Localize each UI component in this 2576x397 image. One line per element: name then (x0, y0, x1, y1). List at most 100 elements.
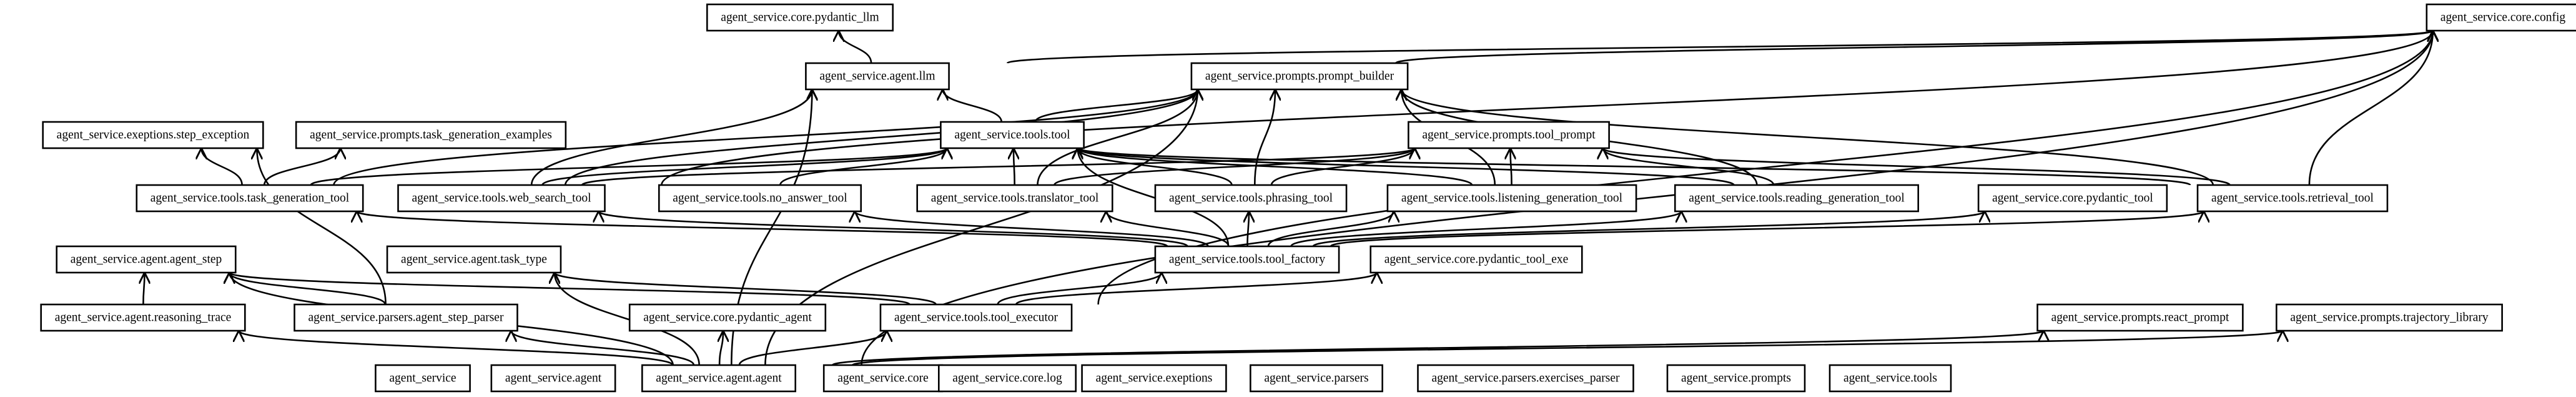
module-label: agent_service.parsers.exercises_parser (1431, 372, 1620, 385)
module-box (1369, 245, 1583, 274)
module-label: agent_service.tools.web_search_tool (412, 192, 592, 205)
module-label: agent_service.exeptions (1096, 372, 1213, 385)
module-node: agent_service.prompts.prompt_builder (1190, 62, 1409, 91)
module-box (1154, 184, 1348, 213)
module-box (1386, 184, 1637, 213)
import-edge (779, 148, 947, 186)
import-edge (2308, 31, 2433, 186)
module-label: agent_service.tools.retrieval_tool (2211, 192, 2374, 205)
module-label: agent_service.agent (505, 372, 602, 385)
import-edge (661, 31, 2432, 186)
module-node: agent_service.parsers.exercises_parser (1417, 364, 1634, 393)
module-box (937, 364, 1077, 393)
import-edge (1253, 89, 1275, 186)
module-label: agent_service.prompts.prompt_builder (1205, 70, 1394, 83)
module-node: agent_service.prompts.tool_prompt (1408, 121, 1610, 149)
module-node: agent_service.tools.translator_tool (916, 184, 1113, 213)
import-edge (1267, 211, 1394, 247)
module-box (2276, 303, 2503, 332)
module-label: agent_service.tools.no_answer_tool (673, 192, 847, 205)
module-node: agent_service.tools.reading_generation_t… (1674, 184, 1920, 213)
module-label: agent_service.agent.reasoning_trace (55, 311, 232, 324)
module-node: agent_service.tools.no_answer_tool (658, 184, 862, 213)
module-box (40, 303, 246, 332)
module-box (295, 121, 567, 149)
module-label: agent_service.prompts.tool_prompt (1422, 129, 1596, 142)
module-box (56, 245, 237, 274)
module-label: agent_service.core.pydantic_llm (721, 11, 879, 24)
import-edge (202, 148, 243, 186)
module-label: agent_service.tools.phrasing_tool (1169, 192, 1333, 205)
module-node: agent_service (375, 364, 471, 393)
module-node: agent_service.tools.listening_generation… (1386, 184, 1637, 213)
module-label: agent_service.agent.agent_step (71, 253, 222, 266)
import-edge (1053, 147, 1414, 186)
module-label: agent_service.prompts (1681, 372, 1791, 385)
module-node: agent_service.agent.llm (805, 62, 950, 91)
module-node: agent_service.tools.retrieval_tool (2196, 184, 2389, 213)
module-box (916, 184, 1113, 213)
module-node: agent_service.prompts.trajectory_library (2276, 303, 2503, 332)
import-edge (257, 148, 387, 305)
module-node: agent_service.core.pydantic_tool_exe (1369, 245, 1583, 274)
module-box (1977, 184, 2168, 213)
import-edge (357, 210, 1168, 248)
module-label: agent_service.prompts.trajectory_library (2290, 311, 2489, 324)
import-edge (511, 330, 695, 366)
import-edge (1312, 210, 1985, 248)
module-node: agent_service.tools.phrasing_tool (1154, 184, 1348, 213)
module-node: agent_service.core.pydantic_tool (1977, 184, 2168, 213)
import-edge (831, 329, 2044, 366)
module-node: agent_service.agent.agent_step (56, 245, 237, 274)
module-node: agent_service.core.pydantic_agent (628, 303, 827, 332)
import-edge (564, 89, 1198, 186)
module-label: agent_service (389, 372, 456, 385)
module-box (490, 364, 616, 393)
import-edge (1037, 89, 1197, 186)
import-edge (1078, 148, 1233, 186)
import-edge (239, 329, 674, 366)
module-label: agent_service.tools.tool_factory (1169, 253, 1325, 266)
module-box (641, 364, 797, 393)
module-label: agent_service.tools.task_generation_tool (151, 192, 350, 205)
module-box (136, 184, 364, 213)
module-label: agent_service.parsers.agent_step_parser (308, 311, 504, 324)
import-edge (1394, 29, 2433, 64)
module-box (879, 303, 1073, 332)
module-label: agent_service.exeptions.step_exception (57, 129, 250, 142)
module-box (1417, 364, 1634, 393)
import-edge (719, 331, 723, 366)
module-node: agent_service.tools (1828, 364, 1952, 393)
import-edge (229, 271, 910, 306)
import-edge (229, 272, 387, 305)
module-node: agent_service.agent.agent (641, 364, 797, 393)
module-box (375, 364, 471, 393)
module-node: agent_service.core.log (937, 364, 1077, 393)
import-edge (1511, 148, 1512, 186)
import-edge (1247, 211, 1249, 247)
import-edge (997, 272, 1162, 305)
module-label: agent_service.parsers (1264, 372, 1368, 385)
import-edge (530, 89, 812, 186)
module-box (294, 303, 518, 332)
import-edge (333, 89, 1197, 186)
import-edge (1015, 271, 1377, 306)
module-box (1081, 364, 1227, 393)
import-edge (738, 330, 887, 366)
module-node: agent_service.prompts (1666, 364, 1806, 393)
import-edge (541, 147, 947, 186)
module-label: agent_service.core.pydantic_tool (1992, 192, 2153, 205)
module-label: agent_service.tools.listening_generation… (1401, 192, 1623, 205)
module-box (805, 62, 950, 91)
module-label: agent_service.tools.tool_executor (894, 311, 1059, 324)
module-node: agent_service.tools.tool_executor (879, 303, 1073, 332)
module-node: agent_service.exeptions (1081, 364, 1227, 393)
import-edge (1106, 211, 1230, 247)
module-label: agent_service.tools.translator_tool (931, 192, 1099, 205)
import-edge (1290, 210, 1681, 248)
module-label: agent_service.tools.tool (954, 129, 1070, 142)
module-label: agent_service.agent.llm (819, 70, 935, 83)
module-box (1828, 364, 1952, 393)
import-edge (581, 147, 1414, 186)
